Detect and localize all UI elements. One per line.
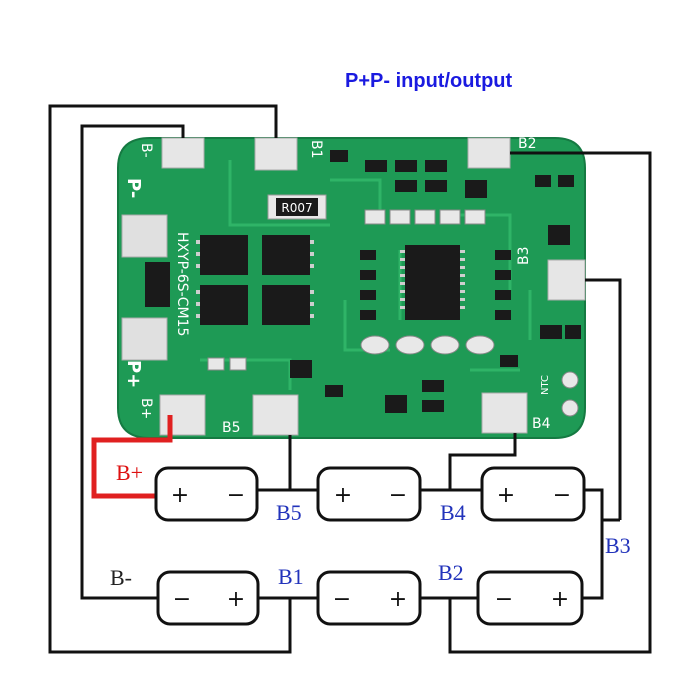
cells: + − + − + − − + − + − + — [154, 466, 586, 626]
wire-b1 — [48, 104, 292, 654]
resistor-code: R007 — [281, 201, 312, 215]
wire-b-plus — [91, 415, 173, 499]
silk-b5: B5 — [222, 420, 241, 436]
cell-2-minus: − — [389, 483, 407, 508]
silk-model: HXYP-6S-CM15 — [174, 232, 190, 336]
cell-6 — [476, 570, 584, 626]
pad-p-minus — [121, 214, 168, 258]
ic-pins — [400, 250, 465, 309]
pad-b3 — [547, 259, 586, 301]
silk-p-minus: P- — [123, 178, 144, 198]
wire-b3 — [585, 278, 622, 520]
pad-b4 — [481, 392, 528, 434]
link-cell3-b3 — [584, 488, 620, 522]
label-b-minus: B- — [110, 565, 132, 590]
pad-p-plus — [121, 317, 168, 361]
silk-b1: B1 — [308, 140, 324, 159]
cell-5 — [316, 570, 422, 626]
bms-ic — [405, 245, 460, 320]
label-b5: B5 — [276, 500, 302, 525]
cell-3-minus: − — [553, 483, 571, 508]
link-b3-cell6 — [582, 520, 604, 600]
cell-3-plus: + — [497, 483, 515, 508]
pad-b2 — [467, 137, 511, 169]
cell-1-minus: − — [227, 483, 245, 508]
silk-b4: B4 — [532, 416, 551, 432]
silk-ntc: NTC — [540, 375, 551, 395]
diode — [145, 262, 170, 307]
cell-6-plus: + — [551, 587, 569, 612]
label-b3: B3 — [605, 533, 631, 558]
bms-board: R007 — [117, 136, 586, 439]
smd-components — [207, 150, 581, 417]
cell-5-plus: + — [389, 587, 407, 612]
cell-5-minus: − — [333, 587, 351, 612]
cell-4-plus: + — [227, 587, 245, 612]
wires — [48, 104, 652, 654]
cell-2-plus: + — [334, 483, 352, 508]
cell-2 — [316, 466, 422, 522]
wire-b-minus — [80, 124, 185, 600]
label-b2: B2 — [438, 560, 464, 585]
cell-3 — [480, 466, 586, 522]
silk-b-plus: B+ — [138, 398, 154, 419]
pad-b5 — [252, 394, 299, 436]
cell-1 — [154, 466, 259, 522]
pad-b-plus — [159, 394, 206, 436]
silk-p-plus: P+ — [123, 360, 144, 388]
silk-b-minus: B- — [138, 143, 154, 158]
silk-b2: B2 — [518, 136, 537, 152]
cell-4 — [156, 570, 260, 626]
cell-4-minus: − — [173, 587, 191, 612]
label-b1: B1 — [278, 564, 304, 589]
label-b4: B4 — [440, 500, 466, 525]
label-b-plus: B+ — [116, 460, 143, 485]
pad-b1 — [254, 137, 298, 171]
cell-6-minus: − — [495, 587, 513, 612]
wire-b2 — [448, 151, 652, 654]
mosfet-pins — [196, 240, 314, 318]
diagram-title: P+P- input/output — [345, 70, 513, 92]
wire-b4 — [448, 433, 517, 490]
silk-b3: B3 — [516, 246, 532, 265]
pad-b-minus — [161, 137, 205, 169]
mosfet-group — [200, 235, 310, 325]
cell-1-plus: + — [171, 483, 189, 508]
